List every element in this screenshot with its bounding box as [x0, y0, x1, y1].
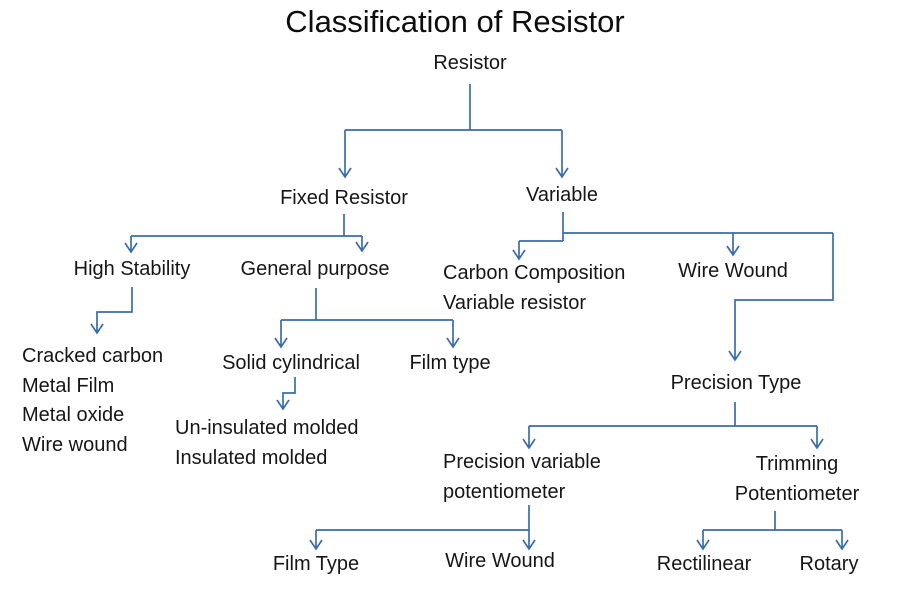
node-molded-types: Un-insulated molded Insulated molded	[175, 413, 358, 473]
node-precision-wire-wound: Wire Wound	[445, 550, 555, 572]
node-trimming-potentiometer: Trimming Potentiometer	[735, 450, 860, 509]
node-precision-variable-potentiometer: Precision variable potentiometer	[443, 448, 601, 507]
node-carbon-composition-line2: Variable resistor	[443, 292, 587, 314]
node-precision-type: Precision Type	[670, 372, 802, 394]
node-solid-cylindrical: Solid cylindrical	[222, 352, 360, 374]
connector-precision-pot-split	[309, 505, 536, 551]
node-fixed-resistor: Fixed Resistor	[280, 187, 408, 209]
node-resistor: Resistor	[433, 52, 507, 74]
connector-trimming-split	[696, 529, 849, 551]
node-high-stability-types: Cracked carbon Metal Film Metal oxide Wi…	[22, 342, 163, 460]
node-precision-variable-line1: Precision variable	[443, 451, 601, 473]
node-variable: Variable	[526, 184, 598, 206]
node-cracked-carbon: Cracked carbon	[22, 345, 164, 367]
diagram-title: Classification of Resistor	[285, 4, 625, 39]
node-high-stability: High Stability	[73, 258, 191, 280]
connector-fixed-split	[124, 235, 369, 254]
node-wire-wound-variable: Wire Wound	[678, 260, 788, 282]
connector-resistor-split	[338, 129, 569, 179]
node-trimming-line1: Trimming	[755, 453, 839, 475]
node-precision-film-type: Film Type	[272, 553, 360, 575]
connectors	[90, 84, 849, 551]
node-insulated-molded: Insulated molded	[175, 447, 328, 469]
connector-variable-left	[512, 240, 563, 261]
node-wire-wound-fixed: Wire wound	[22, 433, 128, 456]
node-film-type: Film type	[409, 352, 491, 374]
connector-solid-cylindrical-elbow	[276, 377, 296, 411]
node-metal-film: Metal Film	[22, 374, 115, 397]
connector-general-purpose-split	[274, 319, 460, 349]
node-metal-oxide: Metal oxide	[22, 404, 125, 426]
connector-precision-split	[522, 425, 824, 450]
node-trimming-line2: Potentiometer	[734, 482, 860, 505]
connector-variable-right	[563, 232, 834, 362]
node-general-purpose: General purpose	[240, 258, 390, 280]
node-uninsulated-molded: Un-insulated molded	[175, 417, 359, 439]
node-rotary: Rotary	[799, 553, 859, 575]
connector-high-stability-elbow	[90, 287, 133, 335]
node-rectilinear: Rectilinear	[656, 553, 752, 575]
node-carbon-composition-line1: Carbon Composition	[443, 262, 626, 284]
node-carbon-composition: Carbon Composition Variable resistor	[443, 258, 625, 318]
node-precision-variable-line2: potentiometer	[443, 480, 566, 503]
